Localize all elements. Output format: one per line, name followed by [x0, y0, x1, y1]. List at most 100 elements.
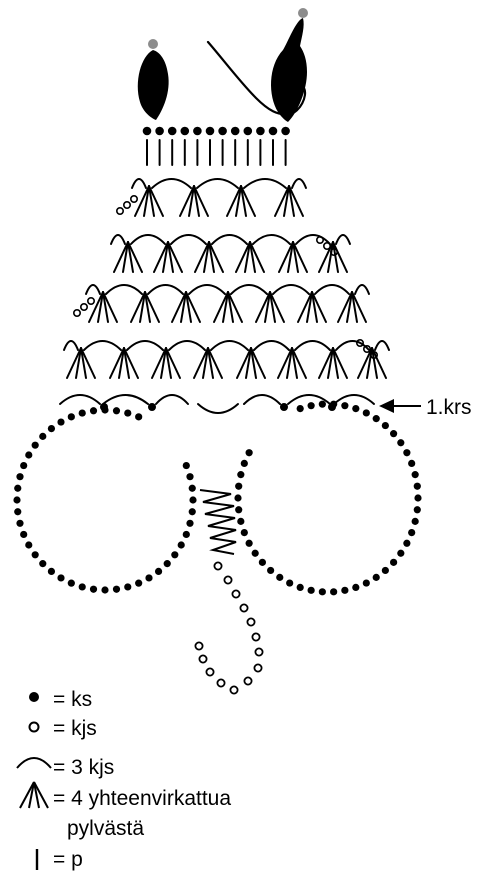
- ks-dot: [268, 126, 278, 136]
- ks-dot: [31, 551, 39, 559]
- kjs-dot: [229, 685, 239, 695]
- ks-dot: [16, 519, 24, 527]
- cluster-icon: [193, 347, 223, 379]
- top-stitch-row: [142, 126, 290, 136]
- ks-dot: [414, 494, 422, 502]
- cluster-icon: [171, 291, 201, 323]
- arc-icon: [59, 394, 101, 405]
- cluster-rows: [63, 178, 390, 379]
- arc-icon: [243, 394, 281, 405]
- arc-icon: [197, 403, 239, 414]
- ks-dot: [47, 567, 56, 576]
- ks-dot: [167, 126, 177, 136]
- ks-dot: [413, 482, 421, 490]
- ks-dot: [245, 539, 253, 547]
- legend-item-cluster: = 4 yhteenvirkattua pylvästä: [19, 781, 231, 840]
- top-bar-row: [146, 139, 287, 166]
- ks-dot: [186, 519, 194, 527]
- arc-icon: [151, 178, 192, 189]
- kjs-dot: [239, 603, 249, 613]
- arc-icon: [126, 340, 164, 351]
- ks-dot: [237, 517, 245, 525]
- cluster-icon: [235, 241, 265, 273]
- ks-dot: [67, 579, 75, 587]
- cluster-icon: [179, 185, 209, 217]
- arc-icon: [147, 284, 184, 295]
- cluster-icon: [113, 241, 143, 273]
- cluster-icon: [153, 241, 183, 273]
- ks-dot: [188, 508, 196, 516]
- ks-dot: [381, 421, 389, 430]
- ks-dot: [397, 439, 405, 447]
- arc-icon: [314, 284, 350, 295]
- ks-dot: [381, 566, 389, 575]
- ks-dot: [193, 126, 202, 136]
- legend-text-cluster: = 4 yhteenvirkattua: [53, 787, 231, 810]
- ks-dot: [39, 432, 47, 440]
- ks-dot: [14, 508, 22, 516]
- ks-dot: [307, 402, 315, 410]
- ks-dot: [112, 407, 121, 415]
- arc-icon: [374, 340, 390, 351]
- chain-3-icon: [116, 195, 139, 216]
- ks-dot: [330, 588, 338, 596]
- kjs-dot: [251, 632, 261, 642]
- ks-dot: [78, 583, 86, 591]
- ring-loops: [13, 400, 422, 596]
- arc-icon: [16, 757, 52, 769]
- arc-icon: [243, 178, 287, 189]
- kjs-dot: [231, 589, 241, 599]
- arc-icon: [333, 394, 375, 405]
- zigzag-stitches: [199, 489, 237, 555]
- arc-icon: [210, 340, 249, 351]
- ks-dot: [403, 539, 411, 547]
- ks-dot: [89, 585, 98, 593]
- ks-dot: [403, 449, 411, 457]
- ks-dot: [235, 506, 243, 514]
- ks-dot: [182, 530, 190, 539]
- cluster-icon: [109, 347, 139, 379]
- pendant-right: [206, 8, 308, 122]
- cluster-icon: [19, 781, 49, 809]
- ks-dot: [148, 403, 156, 411]
- kjs-dot: [246, 617, 256, 627]
- arc-icon: [272, 284, 310, 295]
- arc-icon: [230, 284, 268, 295]
- ks-dot: [31, 441, 39, 449]
- ks-dot: [352, 583, 360, 591]
- arc-icon: [63, 340, 79, 351]
- legend-item-ks: = ks: [29, 688, 92, 711]
- ks-dot: [39, 560, 47, 568]
- kjs-dot: [243, 676, 253, 686]
- ks-dot: [135, 413, 143, 421]
- ks-dot: [124, 583, 132, 591]
- ks-dot: [245, 449, 253, 457]
- cluster-icon: [226, 185, 256, 217]
- chain-3-icon: [315, 236, 338, 257]
- ks-dot: [408, 459, 416, 467]
- cluster-icon: [318, 347, 348, 379]
- arc-icon: [252, 234, 291, 245]
- arc-icon: [196, 178, 239, 189]
- cluster-icon: [297, 291, 327, 323]
- ks-dot: [20, 530, 28, 539]
- arc-icon: [335, 234, 351, 245]
- ks-dot: [57, 418, 65, 426]
- arc-icon: [170, 234, 207, 245]
- ks-dot: [251, 549, 259, 557]
- legend-item-p: = p: [35, 848, 83, 871]
- ks-dot: [142, 126, 152, 136]
- ks-dot: [16, 473, 24, 481]
- legend-text-ks: = ks: [53, 688, 92, 711]
- ks-dot: [101, 406, 109, 414]
- arc-icon: [155, 394, 189, 405]
- ks-dot: [25, 451, 33, 459]
- legend-text-3kjs: = 3 kjs: [53, 756, 114, 779]
- kjs-dot: [254, 647, 264, 657]
- cluster-icon: [357, 347, 387, 379]
- ks-dot: [186, 473, 194, 481]
- arc-icon: [102, 394, 149, 405]
- kjs-dot: [223, 575, 233, 585]
- arc-icon: [294, 340, 331, 351]
